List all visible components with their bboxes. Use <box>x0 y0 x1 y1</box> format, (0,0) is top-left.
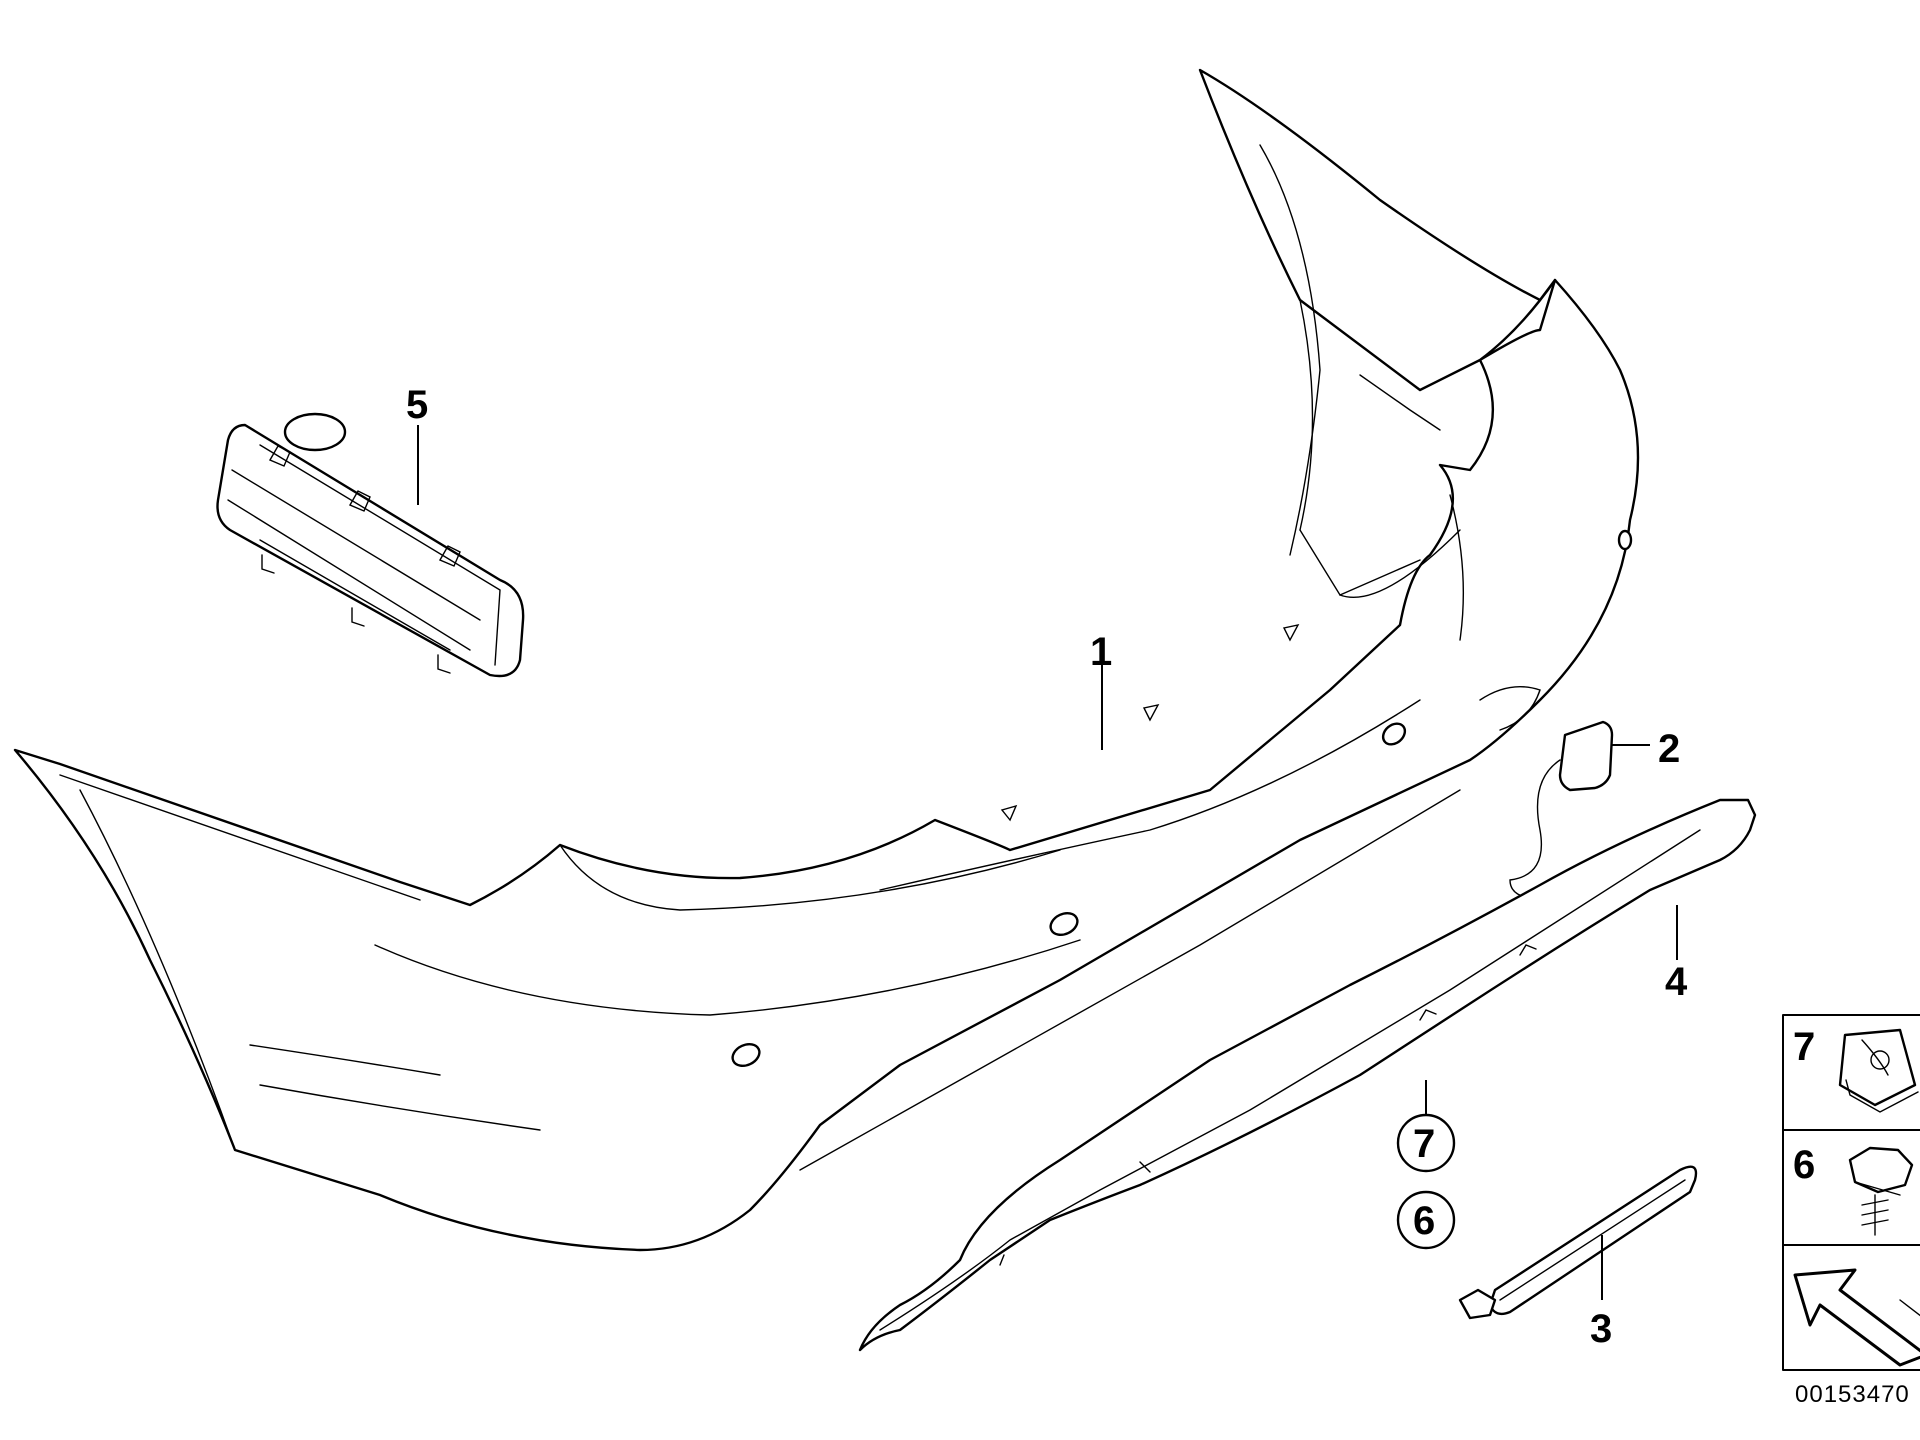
circled-callout-7: 7 <box>1413 1122 1435 1166</box>
callout-3: 3 <box>1590 1307 1612 1351</box>
callout-4: 4 <box>1665 960 1688 1004</box>
circled-callout-7-ring <box>1396 1113 1456 1173</box>
callout-2: 2 <box>1658 727 1680 771</box>
reflector-part <box>216 412 525 678</box>
fastener-legend: 7 6 <box>1782 1014 1920 1371</box>
circled-callout-6-ring <box>1396 1190 1456 1250</box>
callout-5: 5 <box>406 383 428 427</box>
callout-1: 1 <box>1090 630 1112 674</box>
cover-cap-part <box>1509 720 1614 899</box>
direction-arrow-icon <box>1793 1268 1920 1367</box>
lower-trim-part <box>858 798 1757 1352</box>
reference-number: 00153470 <box>1795 1381 1910 1408</box>
rear-bumper-panel <box>13 68 1640 1252</box>
legend-screw-number: 6 <box>1793 1143 1815 1187</box>
screw-icon <box>1848 1146 1914 1236</box>
legend-clip-number: 7 <box>1793 1025 1815 1069</box>
trim-strip-part <box>1458 1165 1698 1320</box>
circled-callout-6: 6 <box>1413 1199 1435 1243</box>
clip-nut-icon <box>1838 1028 1919 1113</box>
